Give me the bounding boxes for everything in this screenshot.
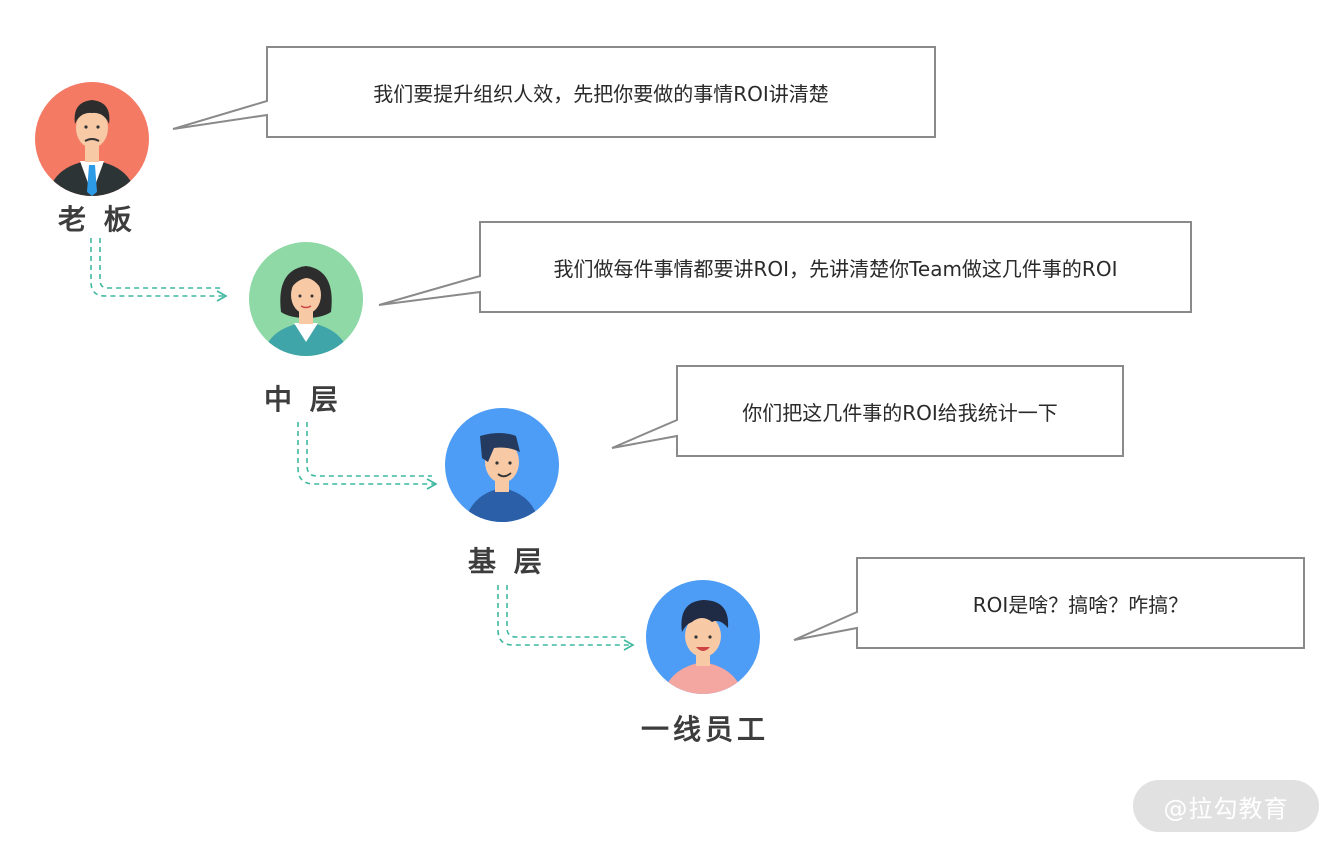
role-label-boss: 老 板: [58, 203, 136, 236]
boss-avatar-icon: [35, 82, 149, 196]
arrow-boss-to-middle: [90, 238, 228, 302]
role-label-base: 基 层: [468, 545, 546, 578]
speech-bubble-boss: [172, 46, 936, 138]
speech-text-boss: 我们要提升组织人效，先把你要做的事情ROI讲清楚: [373, 81, 829, 106]
watermark: @拉勾教育: [1133, 780, 1319, 832]
speech-bubble-middle: [378, 221, 1192, 313]
frontline-staff-avatar-icon: [646, 580, 760, 694]
role-label-staff: 一线员工: [641, 713, 770, 746]
base-manager-avatar-icon: [445, 408, 559, 522]
arrow-base-to-staff: [497, 585, 635, 651]
middle-manager-avatar-icon: [249, 242, 363, 356]
speech-bubble-base: [611, 365, 1124, 457]
arrow-middle-to-base: [297, 422, 438, 490]
speech-text-base: 你们把这几件事的ROI给我统计一下: [742, 400, 1058, 425]
role-label-middle: 中 层: [264, 383, 342, 416]
speech-bubble-staff: [793, 557, 1305, 649]
speech-text-middle: 我们做每件事情都要讲ROI，先讲清楚你Team做这几件事的ROI: [553, 256, 1118, 281]
speech-text-staff: ROI是啥？搞啥？咋搞？: [972, 592, 1189, 617]
